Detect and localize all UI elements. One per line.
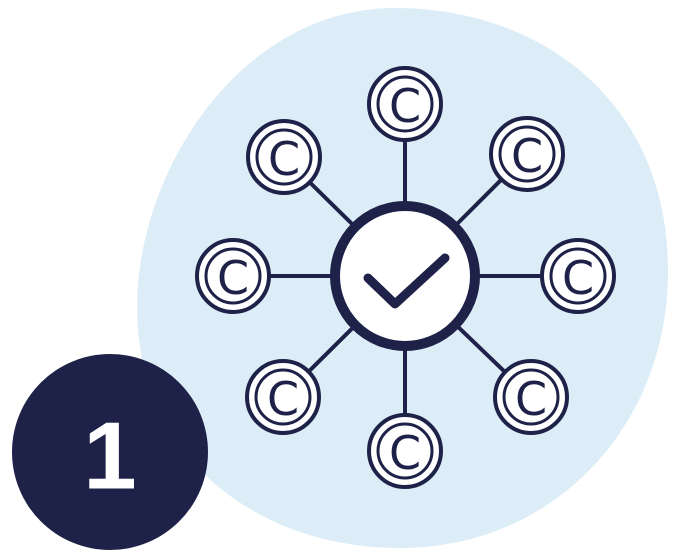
node-inner-ring [255, 128, 313, 186]
connector-top-right [453, 178, 503, 228]
node-label: C [267, 372, 299, 426]
node-label: C [515, 372, 547, 426]
node-inner-ring [498, 125, 556, 183]
copyright-icon [489, 116, 565, 192]
node-top-left: C [246, 119, 322, 195]
copyright-icon [367, 66, 443, 142]
node-label: C [268, 132, 300, 186]
node-inner-ring [549, 247, 607, 305]
node-label: C [389, 426, 421, 480]
node-inner-ring [376, 422, 434, 480]
hub [330, 201, 480, 351]
node-inner-ring [502, 368, 560, 426]
node-inner-ring [376, 75, 434, 133]
copyright-icon [195, 238, 271, 314]
connector-bottom-left [307, 323, 357, 374]
connector-lines [269, 140, 542, 415]
connector-top-left [308, 180, 357, 229]
copyright-icon [245, 359, 321, 435]
node-left: C [195, 238, 271, 314]
step-badge: 1 [12, 354, 208, 550]
node-inner-ring [254, 368, 312, 426]
connector-bottom-right [454, 323, 507, 374]
outer-nodes: C C C C C C C C [195, 66, 616, 489]
step-badge-circle [12, 354, 208, 550]
checkmark-icon [363, 253, 450, 309]
node-bottom-left: C [245, 359, 321, 435]
copyright-icon [367, 413, 443, 489]
node-label: C [389, 79, 421, 133]
node-bottom-right: C [493, 359, 569, 435]
node-right: C [540, 238, 616, 314]
copyright-icon [493, 359, 569, 435]
node-label: C [217, 251, 249, 305]
copyright-icon [540, 238, 616, 314]
node-top: C [367, 66, 443, 142]
step-number: 1 [83, 403, 136, 510]
copyright-icon [246, 119, 322, 195]
node-label: C [511, 129, 543, 183]
node-label: C [562, 251, 594, 305]
node-top-right: C [489, 116, 565, 192]
node-inner-ring [204, 247, 262, 305]
hub-circle [330, 201, 480, 351]
node-bottom: C [367, 413, 443, 489]
